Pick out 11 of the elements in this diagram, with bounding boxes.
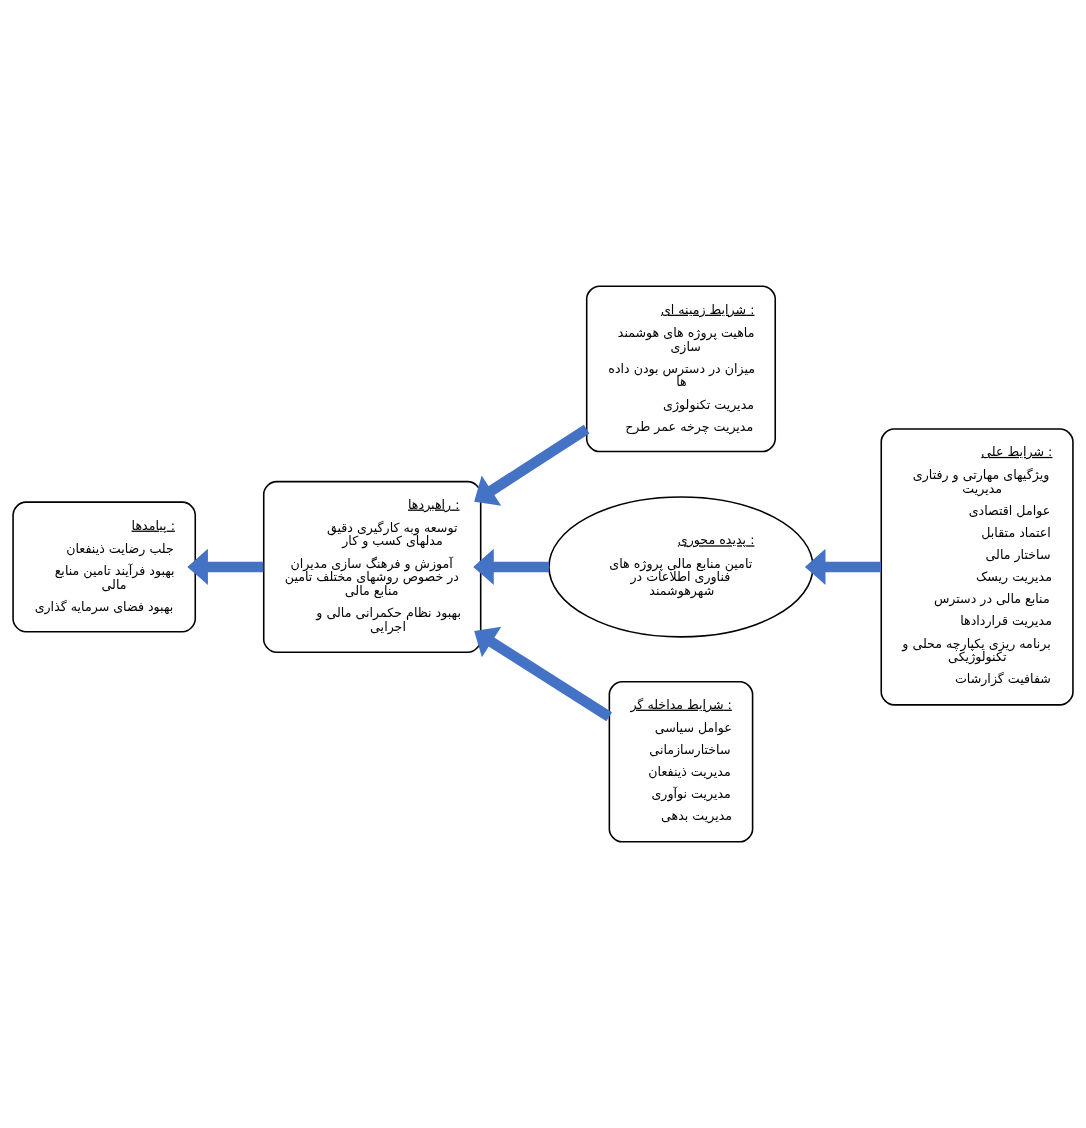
- arrow: [804, 548, 881, 585]
- arrow: [474, 424, 590, 506]
- arrow: [473, 548, 549, 585]
- node-box: شرایط زمینه ای : ماهیت پروژه های هوشمند سازی میزان در دسترس بودن داده ها مدیریت تکنولوژی مدیریت چرخه عمر طرح: [585, 285, 777, 453]
- arrow: [474, 626, 612, 722]
- node-box: شرایط مداخله گر : عوامل سیاسی ساختارسازمانی مدیریت ذینفعان مدیریت نوآوری مدیریت بدهی: [608, 680, 754, 843]
- arrow: [187, 548, 264, 585]
- node-box: پیامدها : جلب رضایت ذینفعان بهبود فرآیند تامین منابع مالی بهبود فضای سرمایه گذاری: [12, 501, 197, 633]
- node-ellipse: پدیده محوری : تامین منابع مالی پروژه های فناوری اطلاعات در شهرهوشمند: [548, 496, 814, 638]
- node-box: راهبردها : توسعه وبه کارگیری دقیق مدلهای کسب و کار آموزش و فرهنگ سازی مدیران در خصوص روشهای مختلف تامین منابع مالی بهبود نظام حکمرانی مالی و اجرایی: [262, 480, 482, 653]
- node-box: شرایط علی : ویژگیهای مهارتی و رفتاری مدیریت عوامل اقتصادی اعتماد متقابل ساختار مالی مدیریت ریسک منابع مالی در دسترس مدیریت قراردادها برنامه ریزی یکپارچه محلی و تکنولوژیکی شفافیت گزارشات: [880, 428, 1074, 706]
